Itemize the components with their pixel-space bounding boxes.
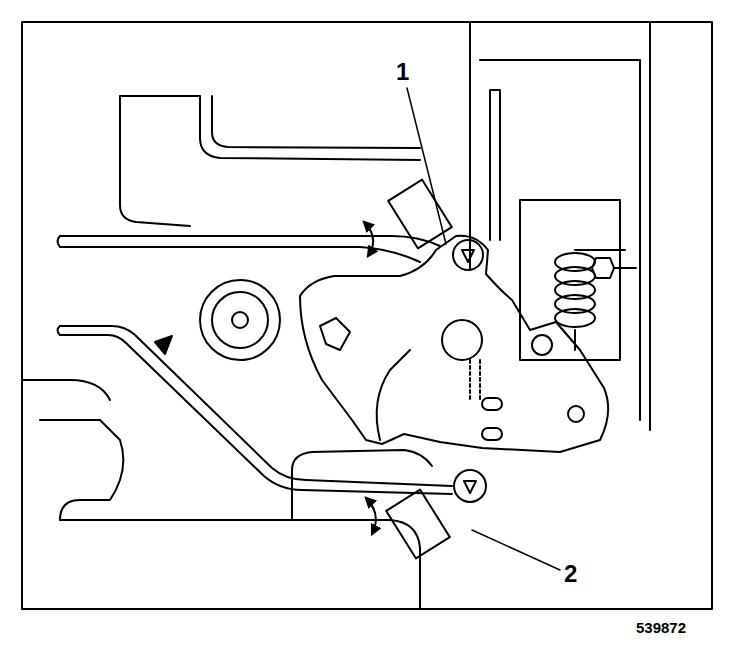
body-panel (212, 96, 420, 148)
leader-line (407, 88, 446, 244)
actuator-rod (60, 326, 452, 486)
pivot-rivet (532, 335, 552, 355)
motion-arrow (364, 222, 373, 256)
pivot-rivet (453, 240, 483, 270)
nut (592, 258, 614, 278)
locator-tab (155, 336, 172, 354)
actuator-rod (58, 326, 61, 335)
latch-plate (300, 236, 608, 452)
body-panel (22, 380, 110, 400)
latch-housing (480, 60, 640, 420)
housing-rib (490, 90, 500, 240)
grommet (200, 280, 280, 360)
body-panel (60, 520, 420, 609)
latch-tab (320, 318, 350, 350)
slot-mark (482, 398, 502, 410)
lever-actuator (386, 490, 450, 559)
motion-arrow (366, 498, 376, 534)
actuator-rod (60, 247, 420, 262)
figure-frame (22, 22, 712, 609)
spring-coil (555, 250, 625, 350)
actuator-rod (60, 335, 452, 494)
slot-mark (482, 428, 502, 440)
actuator-rod (58, 236, 61, 247)
leader-line (472, 530, 560, 570)
body-panel (200, 96, 420, 160)
actuator-rod (60, 236, 440, 246)
body-panel (40, 420, 123, 520)
latch-housing (649, 22, 651, 430)
latch-edge (377, 350, 410, 440)
bolt (614, 267, 636, 269)
latch-housing (469, 22, 471, 270)
pivot-rivet (454, 470, 486, 502)
housing-pocket (520, 200, 620, 360)
body-panel (292, 450, 432, 520)
figure-number: 539872 (636, 620, 686, 635)
pivot-rivet (568, 406, 584, 422)
pivot-rivet (442, 320, 482, 360)
lever-actuator (388, 180, 452, 249)
body-panel (120, 95, 200, 97)
callout-number: 2 (564, 562, 577, 586)
spring-teeth (470, 360, 480, 400)
callout-number: 1 (396, 60, 409, 84)
body-panel (120, 96, 190, 226)
